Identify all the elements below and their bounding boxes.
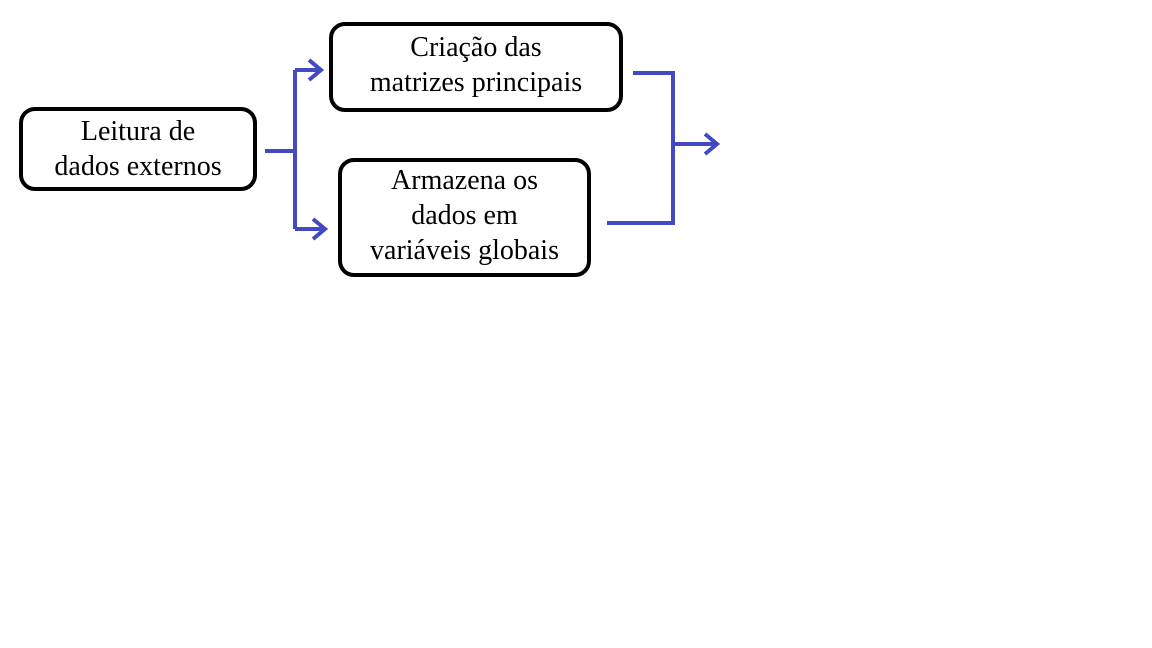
arrowhead-armazena [311,217,329,241]
node-armazena-line-2: dados em [411,200,518,231]
node-armazena-line-3: variáveis globais [370,235,559,266]
node-leitura-line-2: dados externos [54,151,222,182]
node-armazena-dados: Armazena os dados em variáveis globais [338,158,591,277]
split-connector [265,70,297,229]
node-criacao-line-2: matrizes principais [369,67,583,98]
node-criacao-line-1: Criação das [410,32,542,63]
arrowhead-out [703,132,721,156]
arrowhead-criacao [307,58,325,82]
node-leitura-line-1: Leitura de [80,116,196,147]
node-leitura-de-dados-externos: Leitura de dados externos [19,107,257,191]
node-criacao-das-matrizes: Criação das matrizes principais [329,22,623,112]
node-armazena-line-1: Armazena os [391,165,538,196]
